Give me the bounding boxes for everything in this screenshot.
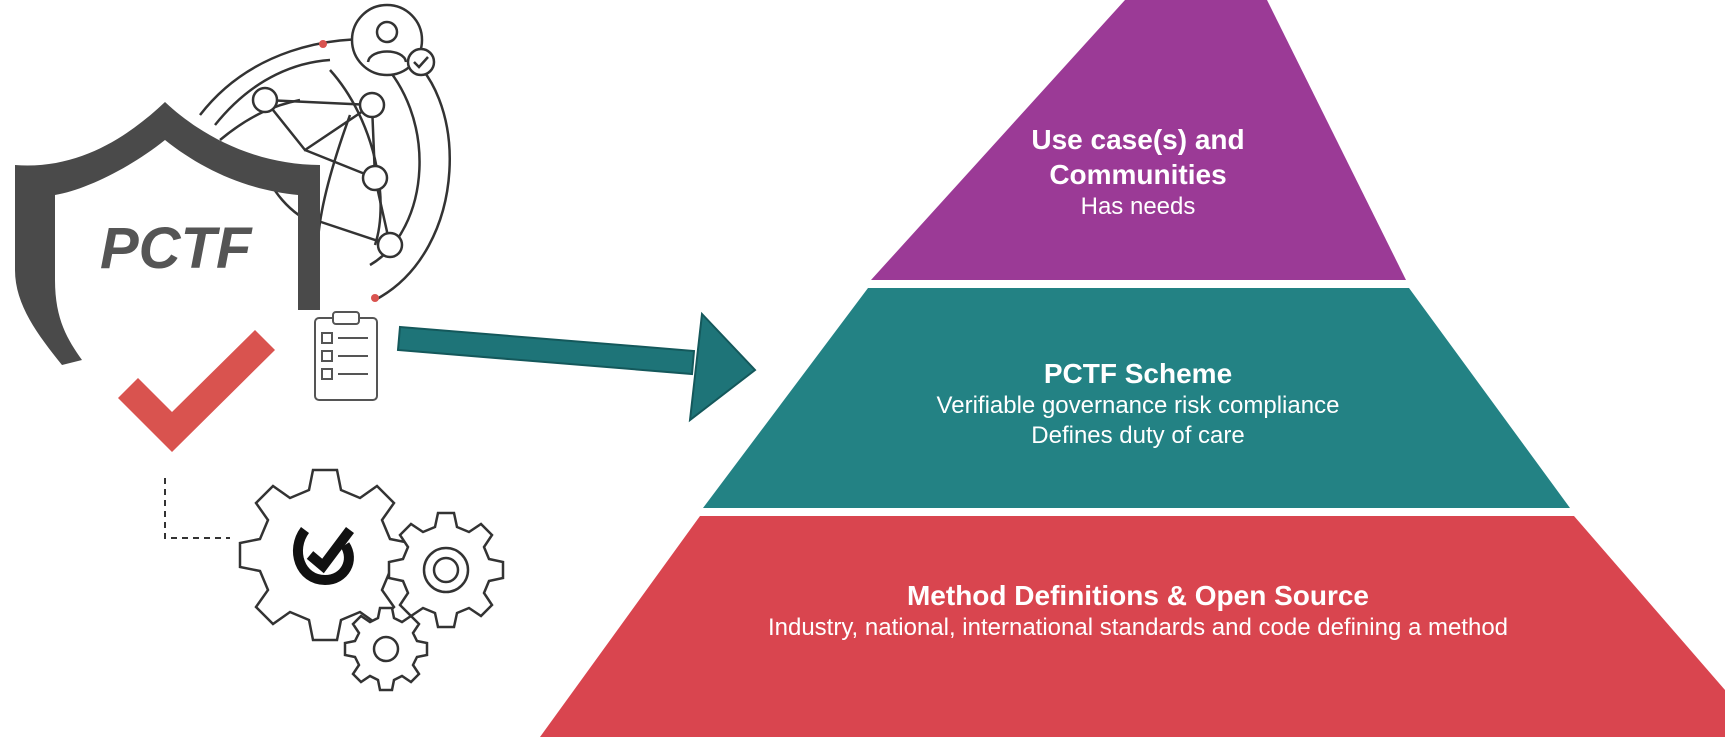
tier-middle-text: PCTF Scheme Verifiable governance risk c… <box>838 356 1438 451</box>
tier-bottom-subtitle: Industry, national, international standa… <box>767 614 1509 641</box>
tier-middle-subtitle-line1: Verifiable governance risk compliance <box>936 392 1340 419</box>
checklist-icon <box>314 311 378 401</box>
tier-top-subtitle: Has needs <box>1080 193 1196 220</box>
shield-label: PCTF <box>100 216 253 281</box>
user-check-icon <box>350 3 436 77</box>
pyramid-tier-top <box>871 0 1406 280</box>
check-mark-icon <box>118 330 275 452</box>
tier-bottom-title: Method Definitions & Open Source <box>906 580 1369 611</box>
tier-middle-title: PCTF Scheme <box>1043 358 1233 389</box>
tier-top-title-line1: Use case(s) and <box>1031 124 1245 155</box>
tier-middle-subtitle-line2: Defines duty of care <box>1031 422 1245 449</box>
pyramid-tier-middle <box>703 288 1570 508</box>
dashed-connector <box>164 478 230 539</box>
shield-icon <box>15 102 320 365</box>
arrow-icon <box>396 311 757 423</box>
tier-top-title-line2: Communities <box>1049 159 1227 190</box>
tier-top-text: Use case(s) and Communities Has needs <box>938 122 1338 222</box>
pyramid-tier-bottom <box>540 516 1725 737</box>
network-globe-icon <box>199 37 451 302</box>
gear-icon <box>238 468 505 692</box>
tier-bottom-text: Method Definitions & Open Source Industr… <box>663 578 1613 643</box>
